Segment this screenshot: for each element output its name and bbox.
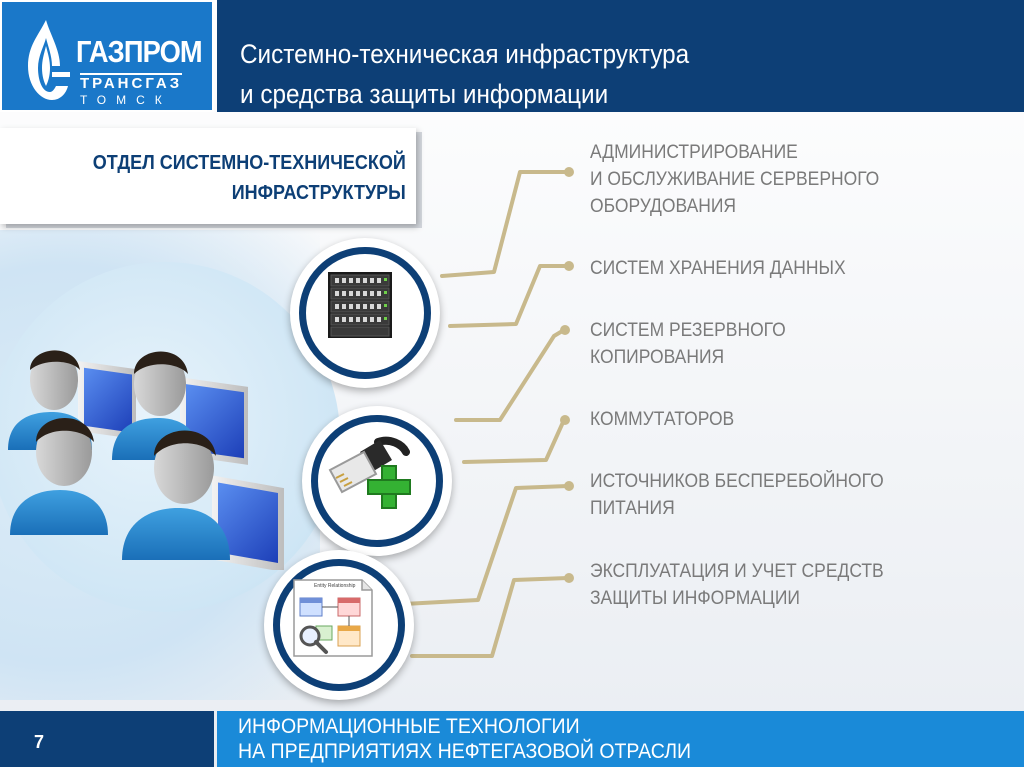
item-switches: КОММУТАТОРОВ [590,406,734,433]
item-line: ЗАЩИТЫ ИНФОРМАЦИИ [590,588,801,609]
network-cable-plus-icon [328,436,411,509]
diagram-circle: Entity Relationship [264,550,414,700]
item-line: КОПИРОВАНИЯ [590,347,725,368]
item-storage: СИСТЕМ ХРАНЕНИЯ ДАННЫХ [590,255,846,282]
connector-dot [564,261,574,271]
item-line: И ОБСЛУЖИВАНИЕ СЕРВЕРНОГО [590,169,880,190]
connector-dot [564,573,574,583]
slide-title-line2: и средства защиты информации [240,79,609,109]
user-figure [122,430,284,570]
item-line: ЭКСПЛУАТАЦИЯ И УЧЕТ СРЕДСТВ [590,561,884,582]
header-bar [217,0,1024,112]
logo-word-tomsk: ТОМСК [80,93,172,107]
item-backup: СИСТЕМ РЕЗЕРВНОГО КОПИРОВАНИЯ [590,317,786,371]
item-line: ОБОРУДОВАНИЯ [590,196,737,217]
users-computers-icon [8,350,284,570]
footer-bar [217,711,1024,767]
footer-line1: ИНФОРМАЦИОННЫЕ ТЕХНОЛОГИИ [238,715,580,738]
entity-diagram-icon [293,579,373,657]
connector-dot [560,415,570,425]
department-label-text: ОТДЕЛ СИСТЕМНО-ТЕХНИЧЕСКОЙ ИНФРАСТРУКТУР… [93,148,406,208]
page-number: 7 [34,732,45,752]
item-line: СИСТЕМ РЕЗЕРВНОГО [590,320,786,341]
connector-dot [564,167,574,177]
connector-dot [564,481,574,491]
item-server-admin: АДМИНИСТРИРОВАНИЕ И ОБСЛУЖИВАНИЕ СЕРВЕРН… [590,139,879,220]
server-rack-icon [328,272,392,338]
item-line: ИСТОЧНИКОВ БЕСПЕРЕБОЙНОГО [590,471,884,492]
company-logo: ГАЗПРОМ ТРАНСГАЗ ТОМСК [0,0,214,112]
department-line2: ИНФРАСТРУКТУРЫ [231,182,406,204]
item-line: СИСТЕМ ХРАНЕНИЯ ДАННЫХ [590,258,846,279]
user-figure [8,350,136,450]
slide-title-line1: Системно-техническая инфраструктура [240,39,690,69]
footer-text: ИНФОРМАЦИОННЫЕ ТЕХНОЛОГИИ НА ПРЕДПРИЯТИЯ… [238,714,691,764]
item-line: КОММУТАТОРОВ [590,409,735,430]
department-line1: ОТДЕЛ СИСТЕМНО-ТЕХНИЧЕСКОЙ [92,152,406,174]
footer-left [0,711,214,767]
department-label: ОТДЕЛ СИСТЕМНО-ТЕХНИЧЕСКОЙ ИНФРАСТРУКТУР… [0,128,416,224]
connector-dot [560,325,570,335]
servers-circle [290,238,440,388]
user-figure [10,417,108,535]
logo-word-transgaz: ТРАНСГАЗ [80,73,183,92]
item-security-tools: ЭКСПЛУАТАЦИЯ И УЧЕТ СРЕДСТВ ЗАЩИТЫ ИНФОР… [590,558,884,612]
slide-title: Системно-техническая инфраструктура и ср… [240,34,689,114]
item-ups: ИСТОЧНИКОВ БЕСПЕРЕБОЙНОГО ПИТАНИЯ [590,468,884,522]
diagram-caption: Entity Relationship [314,583,356,589]
item-line: ПИТАНИЯ [590,498,675,519]
item-line: АДМИНИСТРИРОВАНИЕ [590,142,798,163]
logo-word-gazprom: ГАЗПРОМ [76,34,203,69]
footer-line2: НА ПРЕДПРИЯТИЯХ НЕФТЕГАЗОВОЙ ОТРАСЛИ [238,740,692,763]
gazprom-flame-icon [28,20,70,100]
network-circle [302,406,452,556]
